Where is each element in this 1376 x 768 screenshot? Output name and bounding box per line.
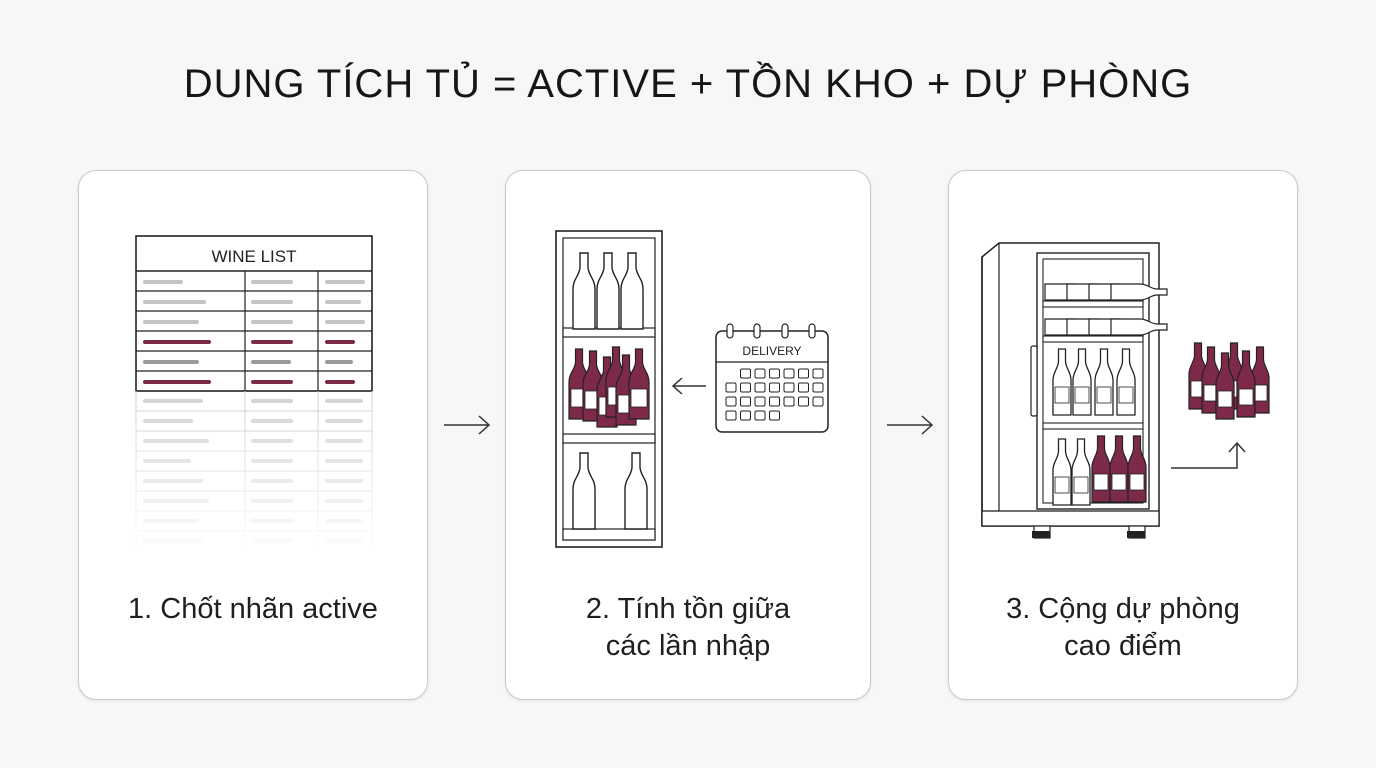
calendar-day [812,396,824,407]
reserve-bottles-icon [1188,342,1270,420]
calendar-day [812,368,824,379]
calendar-day [754,368,766,379]
calendar-day [769,368,780,379]
calendar-day [725,382,737,393]
calendar-day [798,396,809,407]
calendar-day [754,382,766,393]
step-label-3: 3. Cộng dự phòng cao điểm [1006,593,1240,662]
step-card-2: DELIVERY 2. Tính tồn giữa các lần nhập [505,170,871,700]
calendar-day [754,396,766,407]
calendar-day [769,396,780,407]
shelf-with-delivery-calendar: DELIVERY [555,230,829,548]
wine-list-header: WINE LIST [211,247,296,266]
calendar-day [783,368,795,379]
calendar-day [740,382,751,393]
calendar-day [725,396,737,407]
step-label-1: 1. Chốt nhãn active [128,593,378,625]
arrow-right-icon [444,415,491,435]
wine-fridge-with-reserve [981,242,1270,539]
calendar-day [812,382,824,393]
calendar-icon: DELIVERY [715,323,829,433]
page-title: DUNG TÍCH TỦ = ACTIVE + TỒN KHO + DỰ PHÒ… [183,62,1193,106]
step-card-3: 3. Cộng dự phòng cao điểm [948,170,1298,700]
calendar-day [740,396,751,407]
calendar-day [783,396,795,407]
calendar-day [740,410,751,421]
step-card-1: WINE LIST [78,170,428,700]
arrow-right-icon [887,415,934,435]
calendar-day [798,368,809,379]
calendar-day [798,382,809,393]
calendar-day [754,410,766,421]
calendar-day [783,382,795,393]
calendar-day [740,368,751,379]
calendar-day [769,410,780,421]
calendar-label: DELIVERY [742,344,801,358]
wine-list-icon: WINE LIST [129,235,379,556]
calendar-day [725,410,737,421]
step-label-2: 2. Tính tồn giữa các lần nhập [585,593,791,662]
calendar-day [769,382,780,393]
